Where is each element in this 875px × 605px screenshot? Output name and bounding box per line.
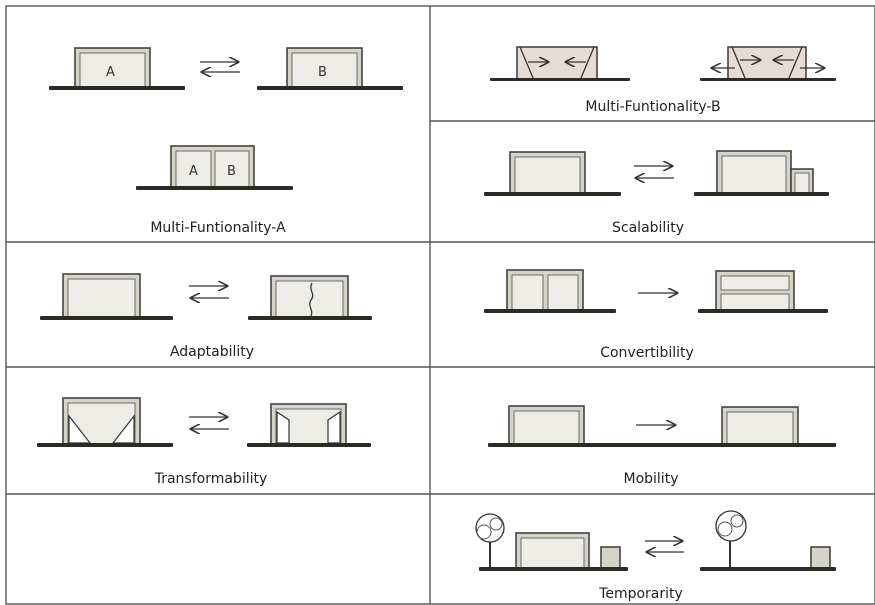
panel-adaptability: Adaptability (40, 273, 372, 360)
panel-label: Multi-Funtionality-B (585, 99, 720, 115)
ground-line (698, 309, 828, 313)
building-open (62, 273, 141, 319)
ground-line (700, 567, 836, 571)
panel-scalability: Scalability (484, 150, 829, 236)
building-temporary (515, 532, 590, 569)
panel-label: Scalability (612, 220, 684, 236)
panel-label: Mobility (624, 471, 679, 487)
swap-arrows-icon (189, 417, 229, 429)
panel-temporarity: Temporarity (475, 510, 836, 602)
ground-line (694, 192, 829, 196)
swap-arrows-icon (634, 166, 674, 178)
panel-label: Temporarity (598, 586, 683, 602)
panel-transformability: Transformability (37, 397, 371, 487)
swap-arrows-icon (200, 62, 240, 72)
building-left (516, 46, 598, 80)
letter-b: B (227, 164, 236, 179)
building-right (712, 46, 824, 80)
ground-line (247, 443, 371, 447)
building-origin (508, 405, 585, 445)
building-extended (716, 150, 814, 195)
panel-label: Transformability (154, 471, 268, 487)
ground-line (479, 567, 628, 571)
building-partitioned (270, 275, 349, 319)
panel-label: Multi-Funtionality-A (150, 220, 286, 236)
panel-label: Adaptability (170, 344, 254, 360)
building-ab: A B (170, 145, 255, 189)
building-folding-walls (62, 397, 141, 445)
tree-icon (715, 510, 747, 568)
panel-label: Convertibility (600, 345, 694, 361)
building-stacked (715, 270, 795, 312)
panel-convertibility: Convertibility (484, 269, 828, 361)
building-destination (721, 406, 799, 445)
building-split (506, 269, 584, 312)
ground-line (248, 316, 372, 320)
building-a: A (74, 47, 151, 89)
ground-line (136, 186, 293, 190)
swap-arrows-icon (645, 541, 684, 552)
small-box (600, 546, 621, 569)
ground-line (37, 443, 173, 447)
ground-line (484, 309, 616, 313)
grid-lines (5, 5, 875, 605)
letter-a: A (106, 65, 115, 80)
tree-icon (475, 513, 505, 568)
swap-arrows-icon (189, 286, 229, 298)
small-box (810, 546, 831, 569)
building-folded-walls (270, 403, 347, 445)
ground-line (490, 78, 630, 81)
ground-line (488, 443, 836, 447)
panel-mobility: Mobility (488, 405, 836, 487)
building-small (509, 151, 586, 195)
ground-line (40, 316, 173, 320)
letter-a: A (189, 164, 198, 179)
ground-line (700, 78, 836, 81)
panel-multi-functionality-a: A B A B Multi-Funtionality-A (49, 47, 403, 236)
ground-line (257, 86, 403, 90)
letter-b: B (318, 65, 327, 80)
panel-multi-functionality-b: Multi-Funtionality-B (490, 46, 836, 115)
building-b: B (286, 47, 363, 89)
ground-line (49, 86, 185, 90)
outer-frame (5, 5, 875, 605)
ground-line (484, 192, 621, 196)
